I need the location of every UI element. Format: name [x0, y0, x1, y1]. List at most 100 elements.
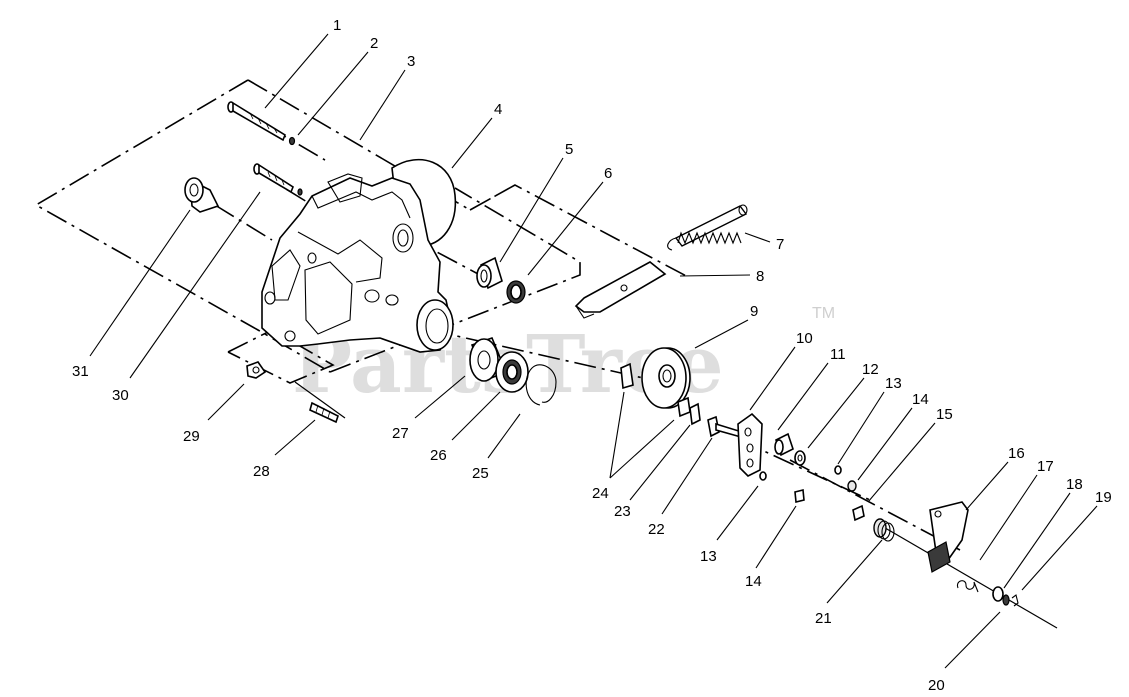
leader-26 — [451, 391, 501, 441]
lever-10-body — [737, 412, 763, 477]
callout-1: 1 — [333, 17, 341, 34]
seal-6-inner — [510, 284, 522, 300]
part-16-handle-lever — [927, 501, 969, 573]
callout-8: 8 — [756, 268, 764, 285]
screw-30-washer — [297, 188, 303, 196]
part-12-bushing — [794, 450, 806, 466]
leader-4 — [451, 117, 493, 169]
lever-10-hole-top — [744, 427, 752, 437]
snap-ring-25 — [525, 364, 557, 406]
part-13-14-lower-fasteners — [759, 471, 805, 504]
part-2-washer — [288, 136, 296, 146]
housing-upper-rib — [311, 191, 411, 219]
spring-21-coil-c — [881, 522, 895, 542]
bolt-22-head — [707, 415, 720, 438]
pin-15 — [852, 504, 865, 522]
handle-16-grip — [927, 541, 951, 573]
callout-27: 27 — [392, 425, 409, 442]
bushing-12 — [794, 450, 806, 466]
part-23-square-nut — [689, 402, 701, 426]
leader-24b — [609, 419, 675, 479]
callout-30: 30 — [112, 387, 129, 404]
housing-mount-hole-center — [307, 252, 317, 264]
washer-13-upper — [834, 465, 842, 475]
washer-18 — [992, 586, 1004, 602]
bearing-5-bore — [480, 269, 488, 283]
leader-16 — [965, 461, 1009, 511]
leader-27 — [414, 375, 466, 419]
leader-5 — [499, 157, 564, 263]
lever-10-hole-mid — [746, 443, 754, 453]
callout-13-lower: 13 — [700, 548, 717, 565]
bushing-31-bore — [189, 183, 199, 197]
part-17-spring-clip — [956, 580, 979, 593]
housing-top-boss — [327, 173, 363, 203]
shaft-line-right — [879, 524, 1058, 629]
callout-11: 11 — [830, 346, 846, 363]
housing-inner-web — [304, 261, 353, 335]
bearing-27-face — [469, 338, 499, 382]
housing-mount-hole-left — [264, 291, 276, 305]
disc-9-bore — [662, 369, 672, 383]
leader-12 — [807, 377, 865, 449]
clip-17 — [956, 580, 979, 593]
leader-lines — [89, 33, 1098, 669]
screw-1-shank — [232, 101, 286, 142]
leader-21 — [826, 539, 883, 604]
callout-28: 28 — [253, 463, 270, 480]
callout-19: 19 — [1095, 489, 1112, 506]
callout-31: 31 — [72, 363, 89, 380]
callout-15: 15 — [936, 406, 953, 423]
watermark-trademark: TM — [812, 305, 835, 322]
key-24b — [677, 396, 691, 418]
leader-7 — [744, 232, 771, 243]
part-29-nut — [246, 361, 267, 379]
callout-6: 6 — [604, 165, 612, 182]
nut-29-hole — [252, 366, 260, 374]
part-25-snap-ring — [525, 364, 557, 406]
leader-19 — [1021, 505, 1098, 591]
leader-8 — [679, 274, 751, 277]
callout-14-lower: 14 — [745, 573, 762, 590]
part-18-washer — [992, 586, 1004, 602]
disc-9-hub — [658, 364, 676, 388]
centerline-lower-stack — [789, 459, 961, 551]
leader-18 — [1003, 492, 1071, 589]
bracket-8-tab — [575, 305, 595, 319]
part-10-lever-bracket — [737, 412, 763, 477]
callout-14-upper: 14 — [912, 391, 929, 408]
screw-1-thread — [249, 112, 278, 134]
part-6-seal-ring — [506, 280, 526, 304]
housing-port-upper-inner — [397, 229, 409, 247]
leader-30 — [129, 191, 261, 379]
leader-14b — [755, 505, 797, 569]
spring-7-coil — [677, 231, 742, 245]
key-24a — [620, 362, 634, 390]
callout-7: 7 — [776, 236, 784, 253]
centerline-upper-loop — [469, 184, 691, 279]
part-5-needle-bearing — [476, 256, 503, 290]
bearing-26-bore — [506, 364, 518, 380]
part-31-bushing — [184, 177, 220, 213]
part-30-short-screw — [253, 163, 303, 196]
leader-22 — [661, 437, 713, 515]
housing-mid-rib — [297, 231, 383, 283]
leader-11 — [777, 362, 829, 431]
callout-2: 2 — [370, 35, 378, 52]
callout-12: 12 — [862, 361, 879, 378]
part-28-stud — [309, 401, 339, 424]
part-13-14-upper-fasteners — [834, 465, 857, 492]
gear-housing — [261, 173, 454, 353]
leader-15 — [867, 422, 936, 503]
washer-2-shape — [288, 136, 296, 146]
leader-17 — [979, 474, 1038, 561]
bushing-12-bore — [797, 454, 803, 462]
bracket-8-hole — [620, 284, 628, 292]
callout-labels: 1 2 3 4 5 6 7 8 9 10 11 12 13 14 15 16 1… — [72, 17, 1112, 694]
callout-20: 20 — [928, 677, 945, 694]
housing-port-lower-b — [385, 294, 399, 306]
housing-port-upper — [392, 223, 414, 253]
washer-13-lower — [759, 471, 767, 481]
leader-6 — [527, 181, 604, 276]
